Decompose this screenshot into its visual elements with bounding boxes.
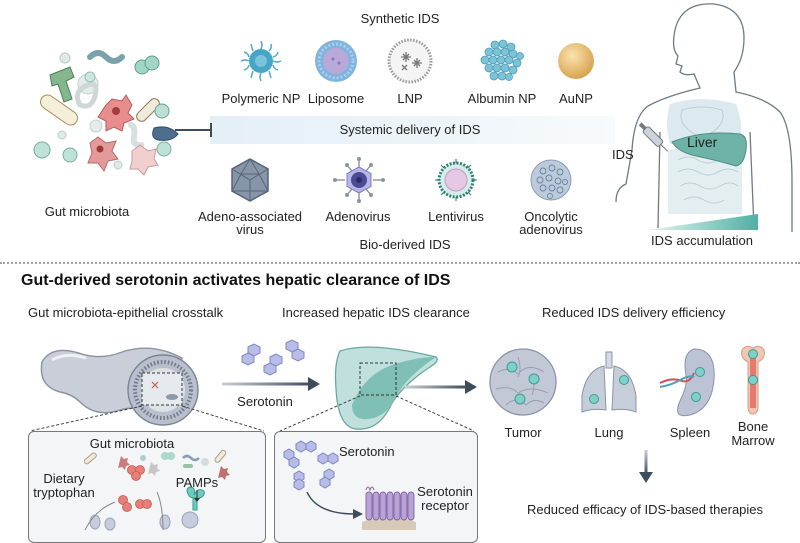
gut-microbiota-label: Gut microbiota (44, 204, 130, 219)
polymeric-np-icon (240, 40, 282, 82)
bio-derived-ids-heading: Bio-derived IDS (359, 237, 451, 252)
serotonin-arrow-label: Serotonin (237, 394, 293, 409)
serotonin-molecules-icon (241, 339, 305, 376)
bio-label-oncolytic-adenovirus: Oncolytic adenovirus (519, 210, 583, 236)
synthetic-label-lnp: LNP (397, 91, 423, 106)
systemic-delivery-band (210, 116, 615, 144)
gut-inset-heading: Gut microbiota (89, 436, 175, 451)
organ-label-bone-marrow: Bone Marrow (731, 420, 774, 448)
human-body-icon (615, 3, 793, 232)
synthetic-label-aunp: AuNP (559, 91, 593, 106)
bio-label-aav: Adeno-associated virus (198, 210, 302, 236)
organ-label-lung: Lung (594, 425, 624, 440)
dietary-tryptophan-label: Dietary tryptophan (33, 472, 94, 500)
serotonin-receptor-line2: receptor (421, 498, 469, 513)
liver-label: Liver (687, 134, 718, 150)
synthetic-label-polymeric-np: Polymeric NP (221, 91, 301, 106)
bio-label-aav-line1: Adeno-associated (197, 209, 303, 224)
synthetic-label-albumin-np: Albumin NP (467, 91, 537, 106)
bio-label-lentivirus: Lentivirus (428, 209, 484, 224)
ids-accumulation-wedge (648, 214, 758, 230)
dietary-label: Dietary (43, 471, 85, 486)
oncolytic-adenovirus-icon (530, 159, 572, 201)
gut-inset-microbes-icon (83, 449, 230, 531)
aav-icon (231, 158, 269, 202)
bio-label-oncolytic-line2: adenovirus (519, 222, 583, 237)
organ-label-spleen: Spleen (669, 425, 711, 440)
bio-label-adenovirus: Adenovirus (325, 209, 391, 224)
albumin-np-icon (480, 39, 524, 81)
organ-label-marrow: Marrow (731, 433, 775, 448)
clearance-arrow (405, 380, 477, 394)
ids-accumulation-label: IDS accumulation (651, 233, 753, 248)
serotonin-receptor-label: Serotonin receptor (417, 485, 473, 513)
bio-label-oncolytic-line1: Oncolytic (524, 209, 578, 224)
tryptophan-label: tryptophan (33, 485, 95, 500)
lnp-icon (387, 38, 433, 84)
systemic-delivery-label: Systemic delivery of IDS (339, 122, 481, 137)
pamps-arrow (194, 490, 200, 502)
inhibition-arrow (175, 123, 212, 137)
outcome-label: Reduced efficacy of IDS-based therapies (526, 502, 764, 517)
organ-label-bone: Bone (737, 419, 769, 434)
lung-icon (581, 351, 637, 413)
gut-microbiota-cluster-icon (33, 50, 179, 176)
step-label-crosstalk: Gut microbiota-epithelial crosstalk (28, 305, 224, 320)
synthetic-label-liposome: Liposome (307, 91, 365, 106)
outcome-arrow (639, 450, 653, 483)
spleen-icon (659, 348, 715, 417)
ids-injection-label: IDS (612, 147, 634, 162)
bottom-panel-title: Gut-derived serotonin activates hepatic … (21, 272, 451, 289)
liver-icon (334, 346, 438, 430)
serotonin-receptor-icon (362, 486, 416, 530)
gut-inset-panel (28, 431, 266, 543)
step-label-reduced-delivery: Reduced IDS delivery efficiency (542, 305, 726, 320)
bone-marrow-icon (741, 345, 765, 415)
serotonin-receptor-line1: Serotonin (417, 484, 473, 499)
liver-inset-serotonin-label: Serotonin (339, 444, 395, 459)
lentivirus-icon (435, 159, 477, 201)
liver-inset-serotonin-icon (283, 440, 339, 491)
tumor-icon (489, 348, 557, 416)
pamps-label: PAMPs (175, 475, 219, 490)
liposome-icon (315, 40, 357, 82)
aunp-icon (558, 43, 594, 79)
step-label-hepatic-clearance: Increased hepatic IDS clearance (282, 305, 470, 320)
zoom-guide-lines (29, 395, 475, 432)
bio-label-aav-line2: virus (236, 222, 264, 237)
serotonin-binding-arrow (306, 491, 363, 519)
synthetic-ids-heading: Synthetic IDS (360, 11, 440, 26)
intestine-icon (40, 347, 199, 426)
section-divider (0, 262, 800, 264)
serotonin-arrow (222, 377, 320, 391)
liver-shape (671, 132, 747, 167)
adenovirus-icon (333, 157, 385, 203)
organ-label-tumor: Tumor (504, 425, 542, 440)
